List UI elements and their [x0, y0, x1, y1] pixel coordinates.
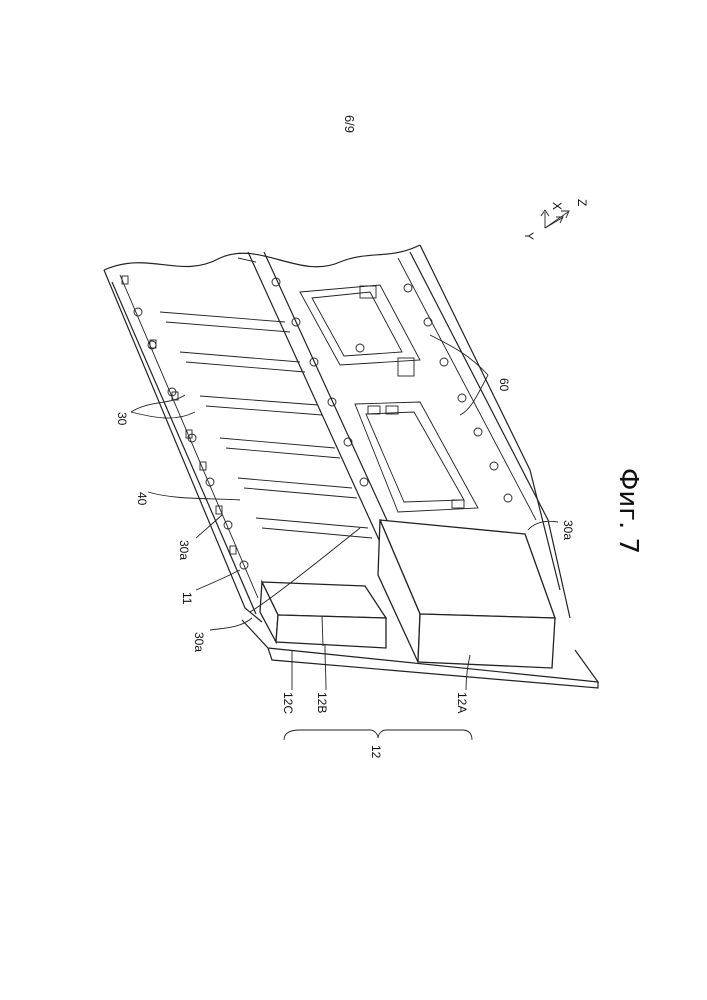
axis-y-label: Y — [522, 232, 536, 240]
label-30: 30 — [115, 412, 129, 426]
cross-members — [160, 258, 372, 538]
label-60: 60 — [497, 378, 511, 392]
page-number: 6/9 — [342, 115, 357, 133]
label-11: 11 — [180, 592, 194, 605]
figure-caption: Фиг. 7 — [613, 468, 643, 554]
axis-z-label: Z — [575, 199, 589, 206]
label-30a-left: 30a — [192, 632, 206, 652]
label-40: 40 — [135, 492, 149, 506]
side-frame-tabs — [122, 276, 236, 554]
label-30a-right: 30a — [561, 520, 575, 540]
module-12A — [378, 520, 555, 668]
label-12B: 12B — [315, 692, 329, 713]
label-12: 12 — [369, 745, 383, 759]
center-frame — [248, 252, 396, 542]
right-frame — [398, 258, 536, 520]
axis-x-label: X — [550, 202, 564, 210]
label-12A: 12A — [455, 692, 469, 713]
unit-lower — [355, 402, 478, 512]
axis-indicator: Y X Z — [522, 199, 589, 240]
label-30a-top: 30a — [177, 540, 191, 560]
label-12C: 12C — [281, 692, 295, 714]
